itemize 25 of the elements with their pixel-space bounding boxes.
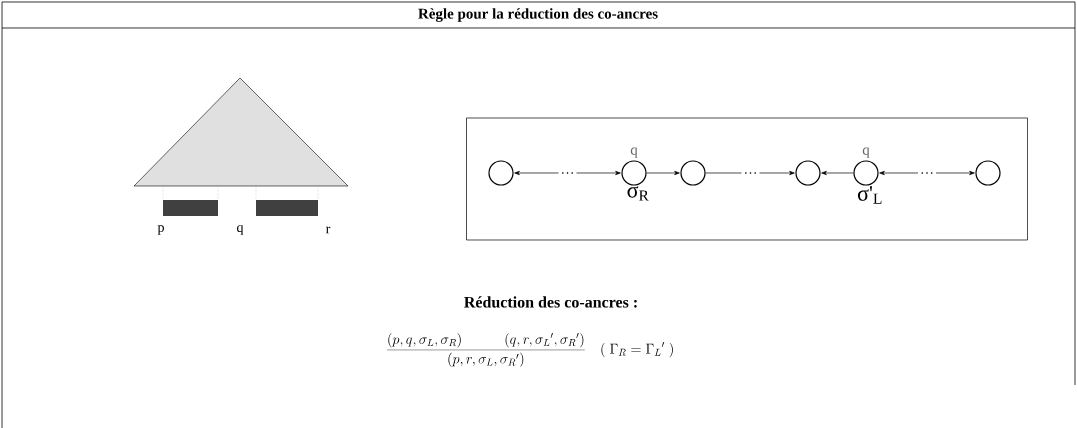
- arrow: [879, 170, 975, 176]
- arrow: [821, 170, 854, 176]
- state-circle: [853, 160, 879, 186]
- arrow: [705, 170, 795, 176]
- state-circle: [488, 160, 514, 186]
- edge-label: …: [918, 170, 936, 176]
- edge-label: …: [558, 170, 577, 176]
- state-circle: [621, 160, 647, 186]
- edge-label: …: [741, 170, 760, 176]
- axis-letter: r: [325, 226, 331, 234]
- arrow: [646, 170, 680, 176]
- arrow: [514, 170, 621, 176]
- state-circle: [795, 160, 821, 186]
- node-label: q: [862, 147, 870, 158]
- rule-formula: $\frac{(p,q,\sigma_L,\sigma_R)\qquad\quad(q,r,{\sigma_L}',{\sigma_R}')}{(p,r,\sigma_L,{\sigma_R}')}\quad(\;\Gamma_R=\Gamma_L{}'\;)$: [386, 332, 673, 367]
- node-label: σ$_{R}$: [627, 186, 649, 201]
- axis-letter: q: [237, 225, 244, 235]
- state-circle: [975, 160, 1001, 186]
- axis-letter: p: [157, 225, 164, 235]
- title: Règle pour la réduction des co-ancres: [418, 8, 658, 22]
- rule-heading: Réduction des co-ancres :: [464, 296, 637, 308]
- node-label: σ'$_{L}$: [857, 186, 882, 204]
- chain-box: [466, 117, 1028, 241]
- node-label: q: [630, 147, 638, 158]
- state-circle: [680, 160, 706, 186]
